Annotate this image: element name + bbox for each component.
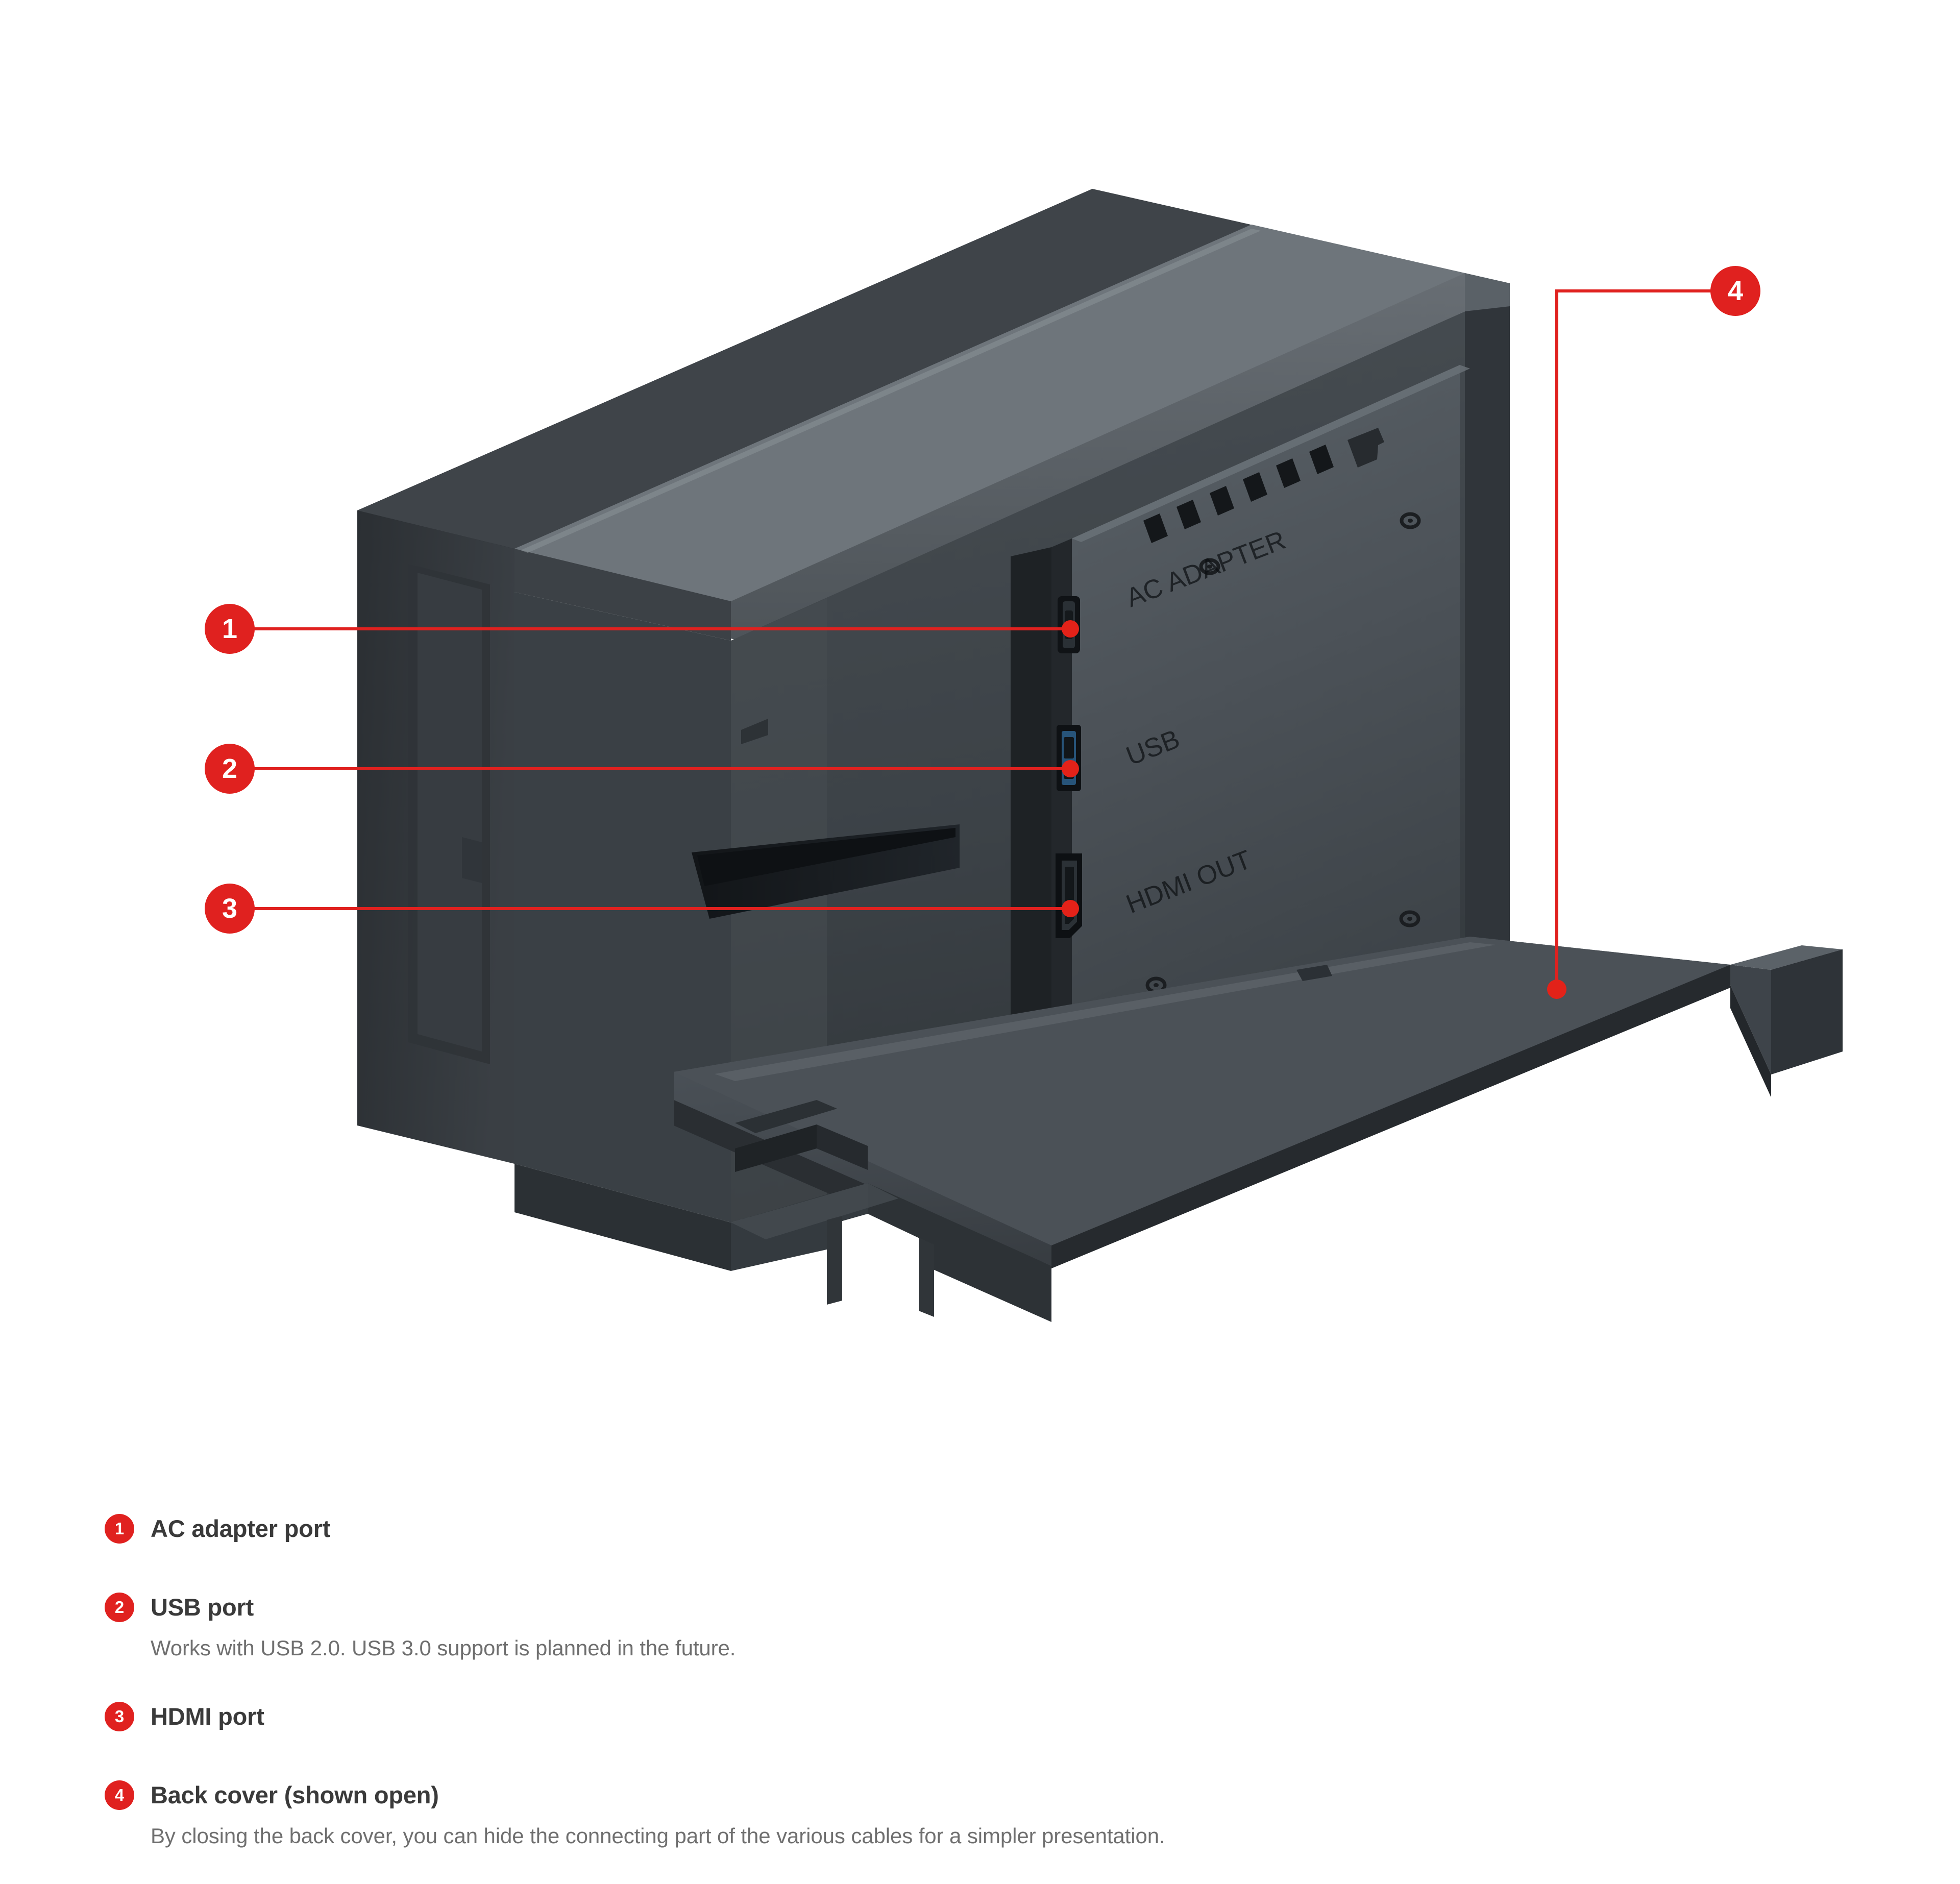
legend-badge-1: 1	[105, 1514, 134, 1544]
legend-description-2: Works with USB 2.0. USB 3.0 support is p…	[151, 1636, 736, 1660]
callout-badge-4-label: 4	[1728, 276, 1743, 306]
dock-base	[514, 1100, 1051, 1322]
legend-badge-2: 2	[105, 1593, 134, 1622]
legend-description-4: By closing the back cover, you can hide …	[151, 1824, 1165, 1848]
callout-endpoints	[1062, 620, 1566, 999]
legend-title-4: Back cover (shown open)	[151, 1781, 439, 1808]
legend-spacer	[105, 1663, 1789, 1700]
legend-item-usb-port: 2 USB port Works with USB 2.0. USB 3.0 s…	[105, 1591, 1789, 1663]
legend-item-ac-adapter-port: 1 AC adapter port	[105, 1512, 1789, 1546]
legend-title-3: HDMI port	[151, 1703, 264, 1730]
legend-head: 3 HDMI port	[105, 1700, 1789, 1733]
hdmi-port	[1056, 853, 1082, 938]
legend-badge-4: 4	[105, 1780, 134, 1810]
legend-title-2: USB port	[151, 1594, 254, 1621]
vent-slits	[1143, 445, 1334, 543]
callout-badge-1[interactable]: 1	[205, 604, 255, 654]
callout-leaders	[254, 289, 1711, 985]
screw-hole-icon	[1400, 512, 1421, 529]
legend-head: 4 Back cover (shown open)	[105, 1778, 1789, 1812]
dock-illustration: AC ADAPTER USB HDMI OUT	[205, 189, 1843, 1322]
callout-badge-4[interactable]: 4	[1710, 266, 1760, 316]
legend-item-hdmi-port: 3 HDMI port	[105, 1700, 1789, 1733]
dock-rear-plate	[357, 189, 1251, 1164]
legend-list: 1 AC adapter port 2 USB port Works with …	[105, 1512, 1789, 1851]
callout-badge-2-label: 2	[222, 753, 237, 784]
port-panel: AC ADAPTER USB HDMI OUT	[1011, 365, 1470, 1049]
legend-spacer	[105, 1546, 1789, 1591]
legend-item-back-cover: 4 Back cover (shown open) By closing the…	[105, 1778, 1789, 1851]
callout-badge-3-label: 3	[222, 893, 237, 924]
callout-badge-1-label: 1	[222, 614, 237, 644]
legend-title-1: AC adapter port	[151, 1515, 331, 1542]
legend-badge-3: 3	[105, 1702, 134, 1731]
screw-hole-icon	[1399, 910, 1420, 927]
legend-head: 2 USB port	[105, 1591, 1789, 1624]
screw-hole-icon	[1199, 558, 1220, 575]
usb-port	[1057, 725, 1081, 791]
legend-head: 1 AC adapter port	[105, 1512, 1789, 1546]
callout-badge-3[interactable]: 3	[205, 884, 255, 934]
callout-badge-2[interactable]: 2	[205, 744, 255, 794]
legend-spacer	[105, 1733, 1789, 1778]
